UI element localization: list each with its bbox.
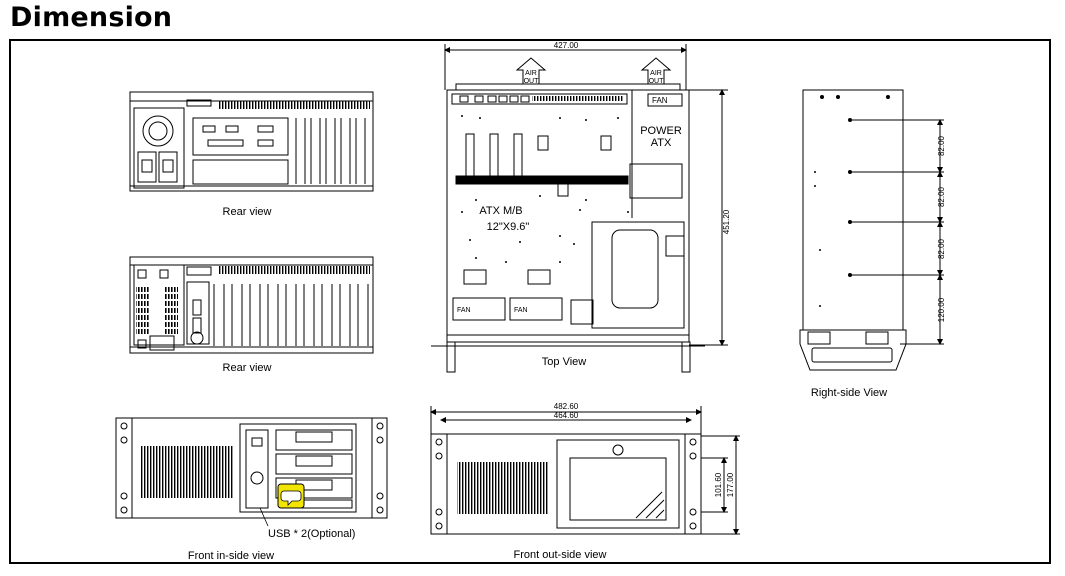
dim-side-a: 82.00 — [937, 135, 946, 156]
dim-side-d: 120.00 — [937, 297, 946, 322]
dim-front-h2: 177.00 — [726, 472, 735, 497]
front-outside-view-label: Front out-side view — [514, 549, 607, 561]
rear-view-bottom-label: Rear view — [223, 362, 272, 374]
fan-label-left: FAN — [457, 307, 471, 314]
dim-front-overall: 482.60 — [554, 402, 579, 411]
atx-mb-label-b: 12"X9.6" — [487, 221, 530, 233]
dim-top-width: 427.00 — [554, 41, 579, 50]
rear-view-top-label: Rear view — [223, 206, 272, 218]
top-view — [431, 44, 728, 373]
dim-side-b: 82.00 — [937, 186, 946, 207]
right-side-dots — [814, 95, 890, 307]
dim-top-depth: 451.20 — [722, 209, 731, 234]
right-side-view — [799, 89, 944, 371]
air-out-1-a: AIR — [525, 70, 537, 77]
dim-front-body: 464.60 — [554, 411, 579, 420]
power-label-b: ATX — [651, 137, 672, 149]
dim-side-c: 82.00 — [937, 238, 946, 259]
rear-view-top — [129, 91, 374, 192]
power-label-a: POWER — [640, 125, 682, 137]
fan-label-right: FAN — [514, 307, 528, 314]
rear-view-bottom — [129, 256, 374, 354]
usb-callout: USB * 2(Optional) — [268, 528, 355, 540]
front-inside-view-label: Front in-side view — [188, 550, 274, 562]
front-outside-view — [430, 406, 740, 535]
air-out-2-b: OUT — [649, 78, 665, 85]
air-out-2-a: AIR — [650, 70, 662, 77]
page-title: Dimension — [10, 2, 173, 33]
front-vent — [457, 462, 549, 514]
top-view-dots — [461, 115, 629, 263]
top-view-label: Top View — [542, 356, 586, 368]
right-side-view-label: Right-side View — [811, 387, 887, 399]
fan-label-top: FAN — [652, 96, 668, 105]
front-inside-view — [115, 417, 388, 519]
atx-mb-label-a: ATX M/B — [479, 205, 522, 217]
air-out-1-b: OUT — [524, 78, 540, 85]
drawing-frame — [9, 39, 1051, 564]
dim-front-h1: 101.60 — [714, 472, 723, 497]
